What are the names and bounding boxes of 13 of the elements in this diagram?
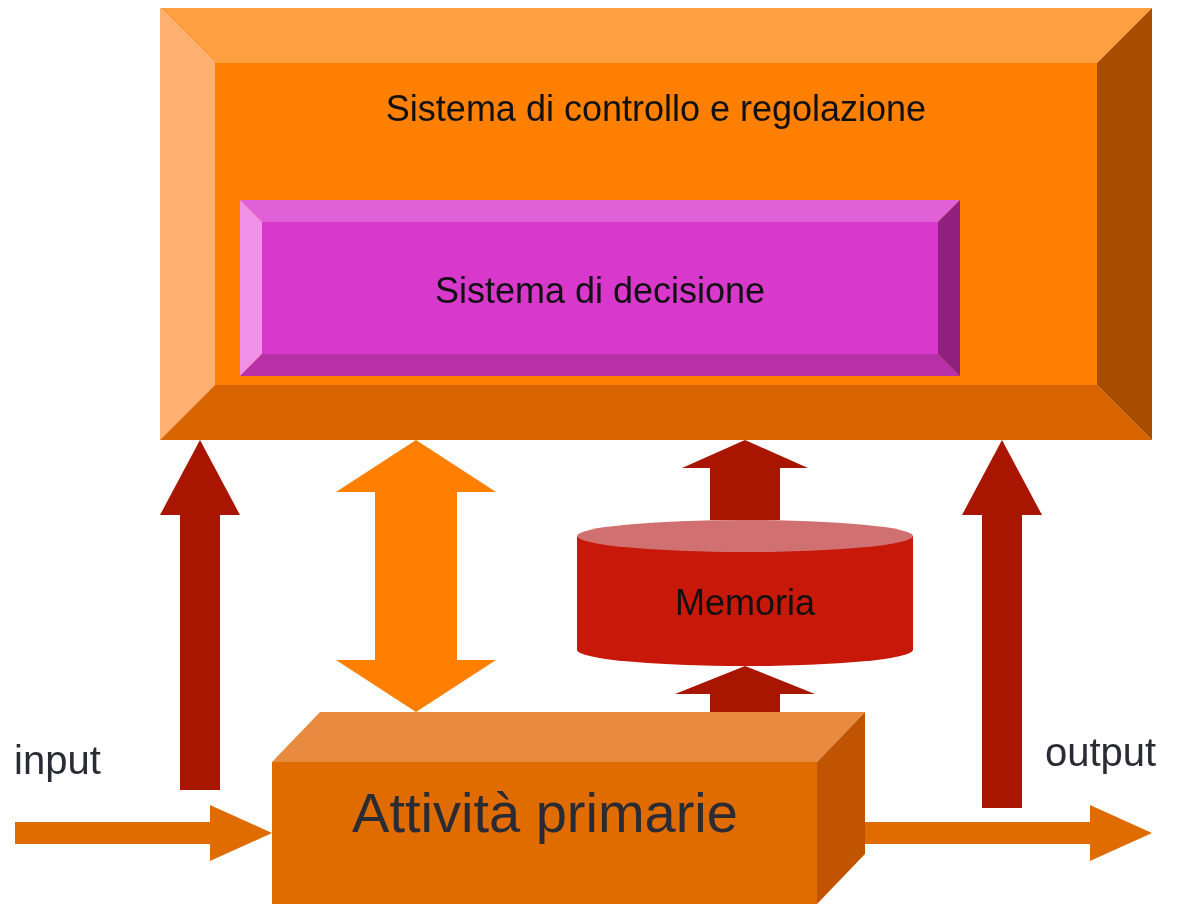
io-label: output: [1045, 730, 1157, 775]
block-arrow: [682, 440, 808, 520]
block-arrow: [336, 440, 496, 712]
block-arrow: [160, 440, 240, 790]
block-arrow: [15, 805, 272, 861]
block-arrow: [865, 805, 1152, 861]
node-title: Sistema di controllo e regolazione: [384, 88, 928, 130]
node-title: Memoria: [674, 582, 816, 624]
io-label: input: [14, 738, 101, 783]
node-title: Attività primarie: [351, 780, 739, 845]
block-arrow: [675, 666, 815, 712]
node-title: Sistema di decisione: [433, 270, 767, 312]
block-arrow: [962, 440, 1042, 808]
